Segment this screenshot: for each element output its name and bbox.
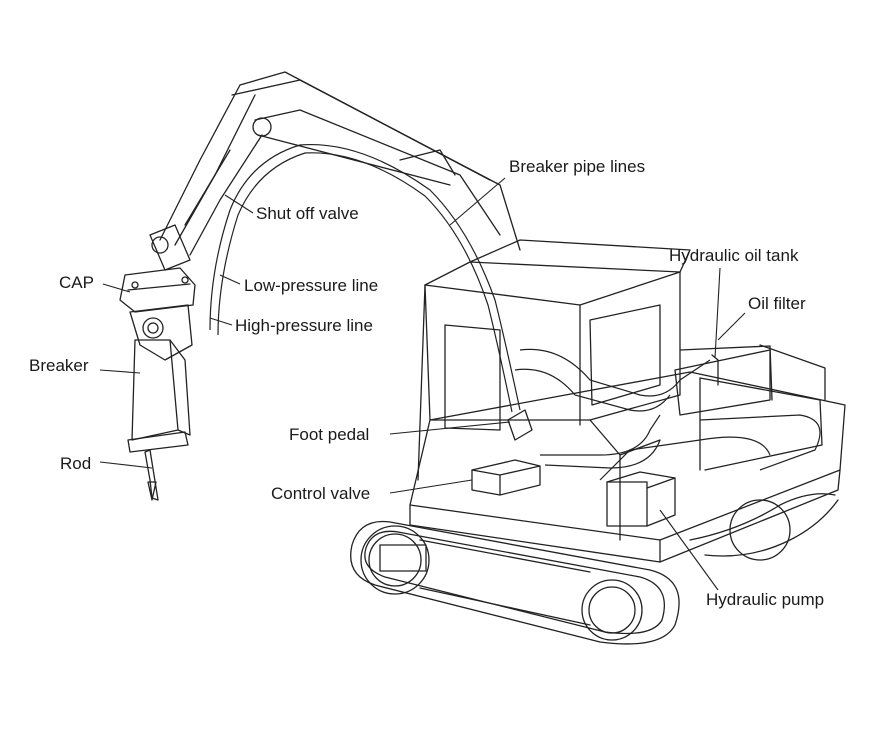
leader-lines [99,177,746,591]
label-cap: CAP [59,273,94,292]
label-breaker-pipe-lines: Breaker pipe lines [509,157,646,176]
upper-body [409,344,846,563]
label-high-pressure-line: High-pressure line [235,316,373,335]
cab [417,239,691,481]
breaker-assembly [119,267,196,501]
boom-and-arm [149,71,521,271]
label-hydraulic-pump: Hydraulic pump [706,590,825,609]
hydraulic-components [471,349,771,527]
label-control-valve: Control valve [271,484,371,503]
label-hydraulic-oil-tank: Hydraulic oil tank [669,246,799,265]
label-shut-off-valve: Shut off valve [256,204,359,223]
crawler-track [350,493,839,645]
label-oil-filter: Oil filter [748,294,806,313]
label-breaker: Breaker [29,356,89,375]
label-rod: Rod [60,454,92,473]
label-foot-pedal: Foot pedal [289,425,370,444]
label-low-pressure-line: Low-pressure line [244,276,379,295]
breaker-pipe-lines [209,143,821,481]
